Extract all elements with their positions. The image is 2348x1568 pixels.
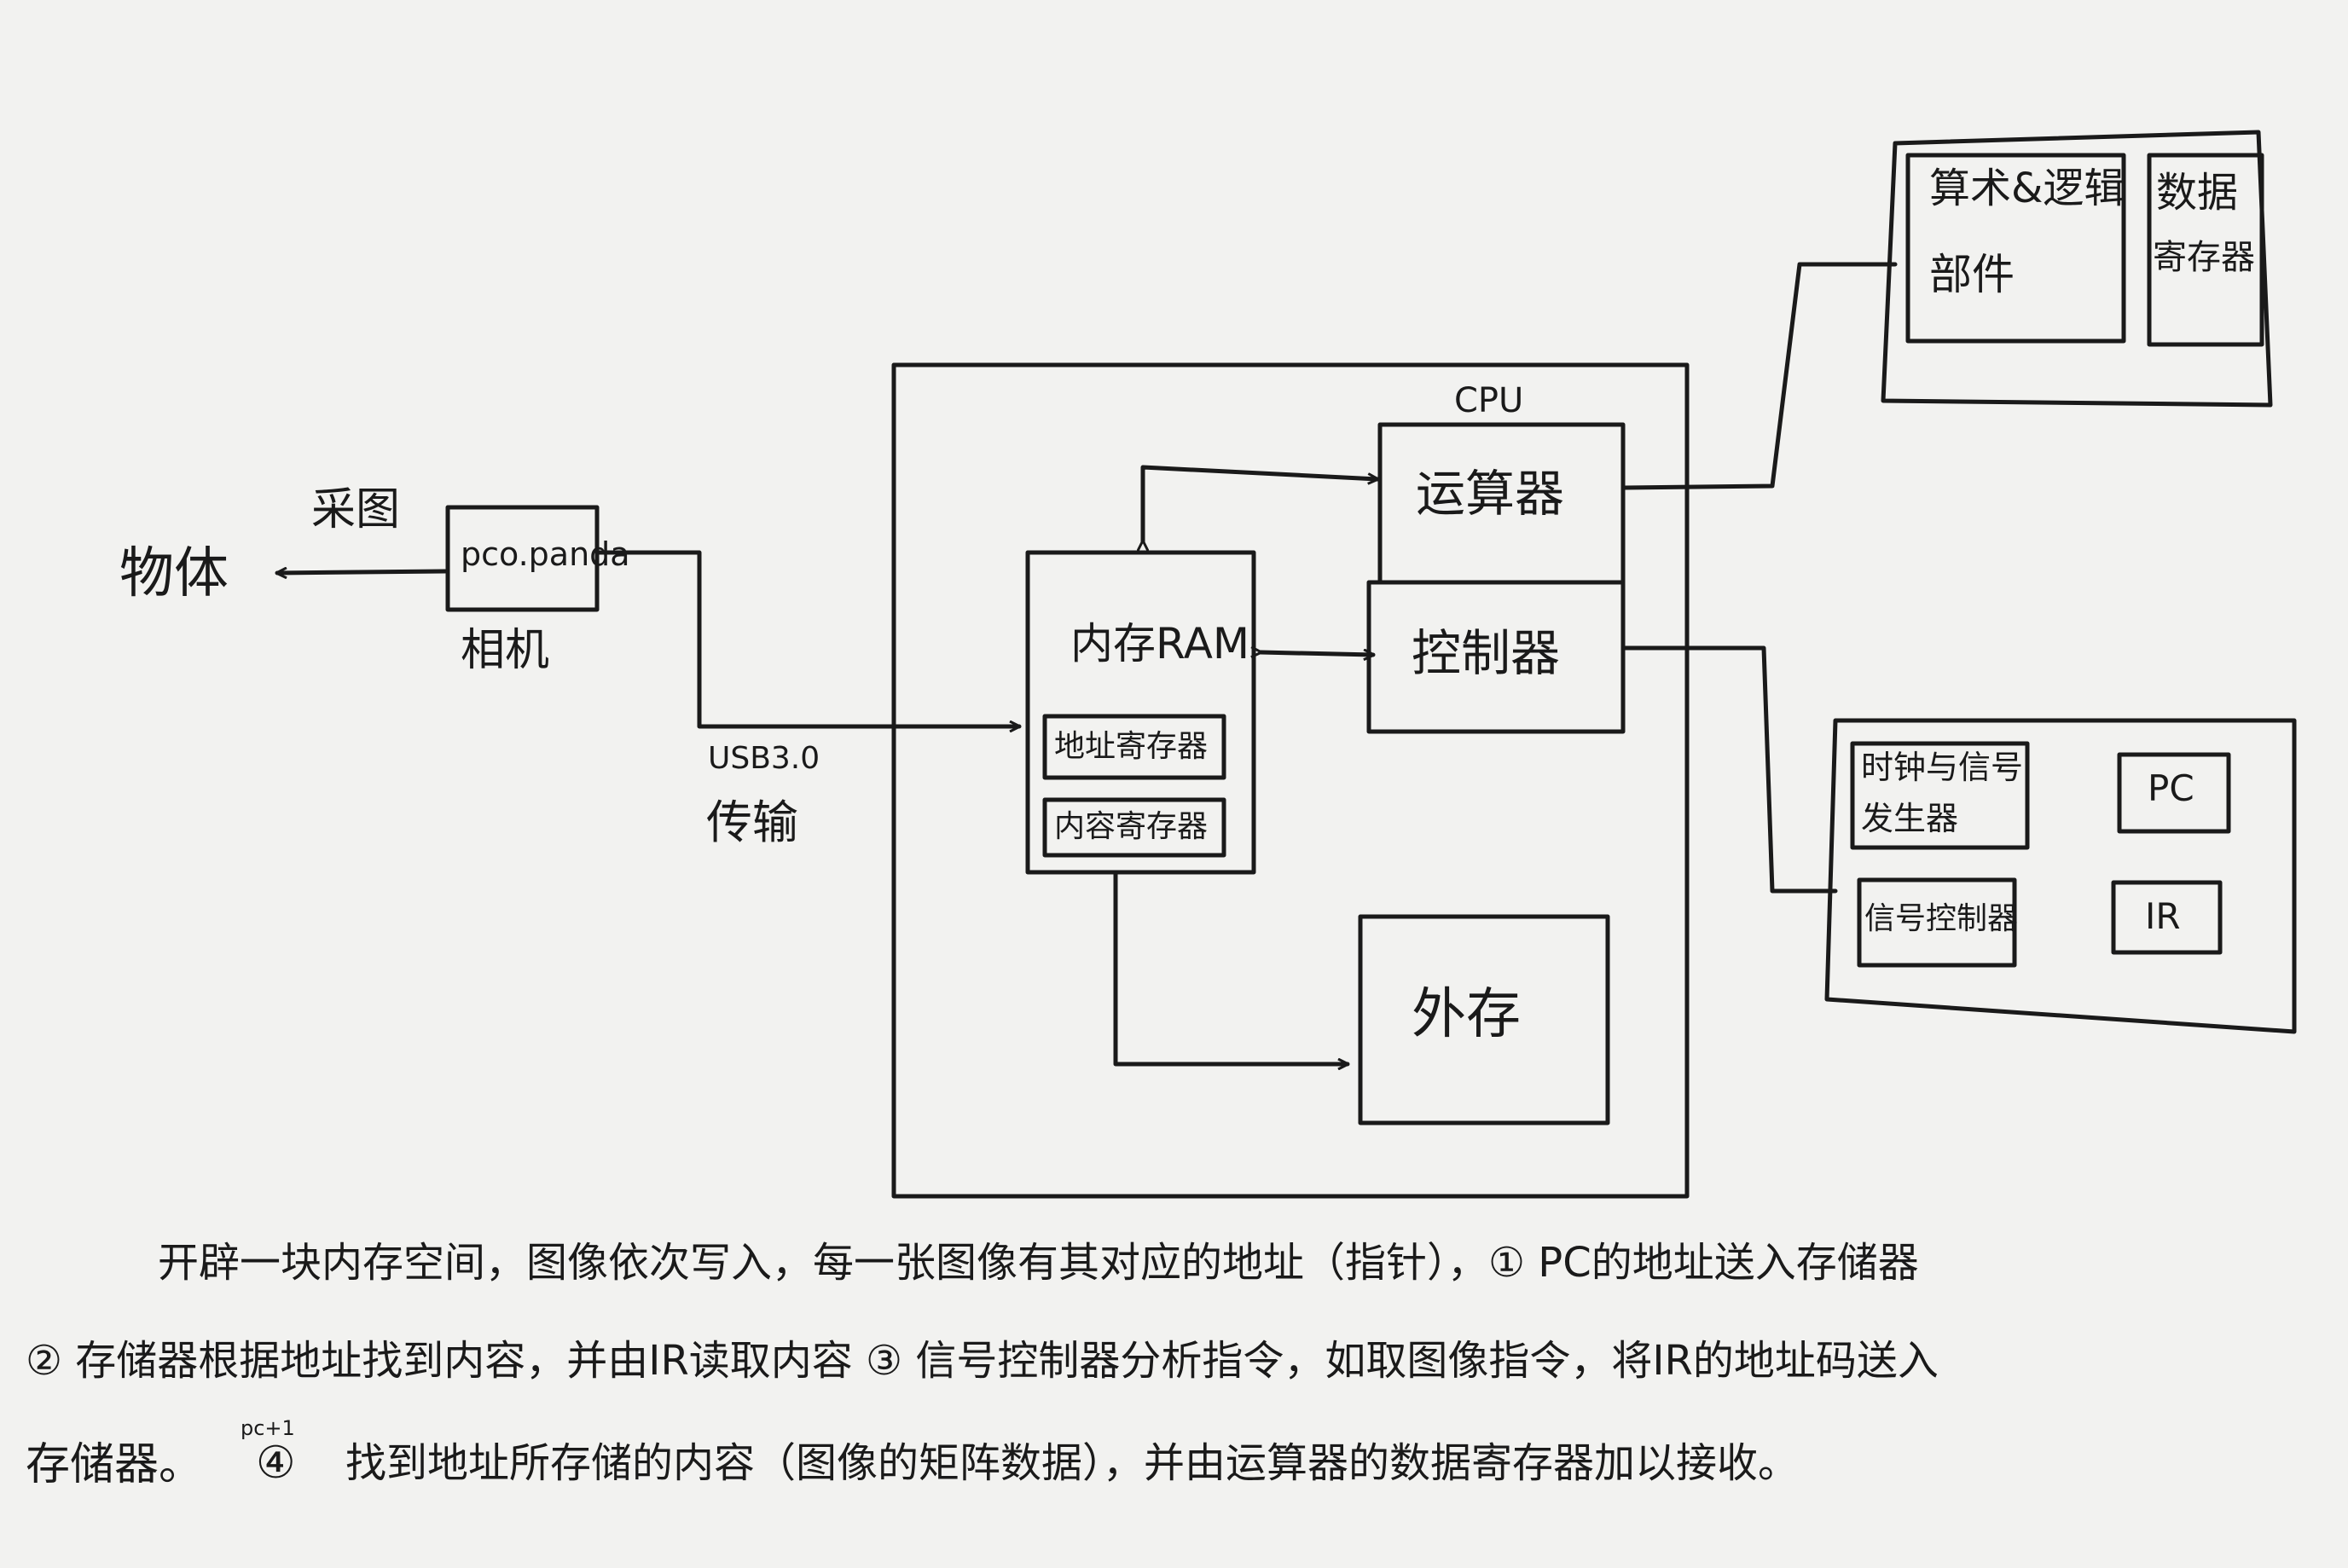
capture-label: 采图 bbox=[311, 484, 401, 535]
clock-label-2: 发生器 bbox=[1861, 800, 1959, 837]
signal-controller-box bbox=[1857, 877, 2017, 968]
clock-label-1: 时钟与信号 bbox=[1861, 749, 2024, 786]
note-line-3a: 存储器。 bbox=[26, 1439, 204, 1490]
transfer-label: 传输 bbox=[706, 796, 798, 849]
step-4-label: ④ bbox=[256, 1438, 296, 1489]
ram-external-link bbox=[1113, 871, 1350, 1064]
camera-label: 相机 bbox=[461, 625, 550, 676]
unit-label: 部件 bbox=[1929, 250, 2015, 299]
control-detail-link bbox=[1622, 645, 1838, 894]
cpu-label: CPU bbox=[1454, 381, 1524, 420]
data-register-box bbox=[2147, 153, 2264, 347]
note-line-2: ② 存储器根据地址找到内容，并由IR读取内容 ③ 信号控制器分析指令，如取图像指… bbox=[26, 1337, 1939, 1385]
address-register-box bbox=[1042, 714, 1226, 780]
usb-label: USB3.0 bbox=[708, 741, 820, 776]
note-line-1: 开辟一块内存空间，图像依次写入，每一张图像有其对应的地址（指针），① PC的地址… bbox=[158, 1239, 1919, 1287]
address-register-label: 地址寄存器 bbox=[1054, 729, 1209, 764]
ir-box bbox=[2111, 880, 2223, 955]
pc-label: PC bbox=[2148, 767, 2194, 809]
camera-box bbox=[445, 505, 600, 612]
content-register-box bbox=[1042, 797, 1226, 858]
pc-plus-one-label: pc+1 bbox=[241, 1416, 295, 1440]
capture-arrow bbox=[275, 571, 448, 573]
arith-logic-box bbox=[1905, 153, 2126, 344]
arith-logic-label: 算术&逻辑 bbox=[1929, 165, 2125, 212]
external-storage-label: 外存 bbox=[1412, 983, 1521, 1046]
ir-label: IR bbox=[2145, 895, 2181, 937]
data-register-label-1: 数据 bbox=[2156, 169, 2239, 217]
object-label: 物体 bbox=[119, 542, 229, 605]
alu-detail-box bbox=[1881, 130, 2273, 408]
ram-box bbox=[1025, 550, 1256, 875]
pc-box bbox=[2117, 752, 2231, 834]
external-storage-box bbox=[1358, 914, 1610, 1125]
data-register-label-2: 寄存器 bbox=[2153, 238, 2255, 277]
ram-control-link bbox=[1261, 652, 1376, 655]
control-detail-box bbox=[1824, 718, 2297, 1034]
content-register-label: 内容寄存器 bbox=[1054, 809, 1209, 844]
ram-alu-link bbox=[1143, 465, 1380, 541]
camera-model-label: pco.panda bbox=[461, 535, 630, 573]
usb-connection bbox=[594, 550, 1022, 726]
clock-box bbox=[1850, 741, 2030, 850]
note-line-3b: 找到地址所存储的内容（图像的矩阵数据），并由运算器的数据寄存器加以接收。 bbox=[345, 1439, 1800, 1487]
alu-label: 运算器 bbox=[1416, 465, 1565, 523]
cpu-box bbox=[891, 362, 1690, 1199]
signal-controller-label: 信号控制器 bbox=[1864, 901, 2019, 936]
ram-label: 内存RAM bbox=[1070, 619, 1250, 668]
control-label: 控制器 bbox=[1412, 624, 1561, 682]
alu-detail-link bbox=[1622, 262, 1898, 490]
